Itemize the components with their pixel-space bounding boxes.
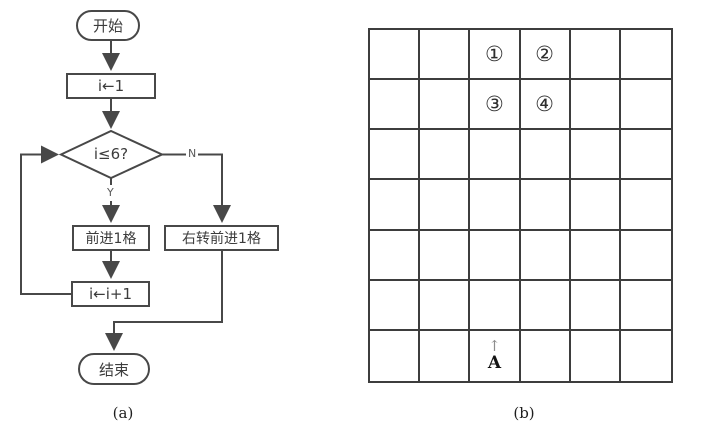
grid-cell: [420, 180, 471, 231]
grid-cell: [370, 180, 421, 231]
flowchart-turn-forward-node: 右转前进1格: [164, 225, 279, 251]
grid-cell: [370, 230, 421, 281]
caption-figure-a: (a): [112, 404, 134, 422]
edge-turn-to-end: [105, 251, 223, 351]
grid-cell-start-marker: ↑ A: [470, 330, 521, 381]
grid-cell: [620, 130, 671, 181]
grid-cell: [370, 80, 421, 131]
grid-cell: [370, 30, 421, 81]
grid-cell: [420, 30, 471, 81]
grid-cell: [520, 280, 571, 331]
grid-cell: [620, 80, 671, 131]
grid-cell: [370, 280, 421, 331]
grid-cell-number-2: ②: [520, 30, 571, 81]
circled-number-4: ④: [535, 91, 554, 116]
grid-cell: [420, 280, 471, 331]
edge-condition-no-to-turn: [162, 153, 231, 223]
start-marker-label: A: [487, 353, 502, 374]
grid-cell: [420, 330, 471, 381]
grid-cell: [570, 130, 621, 181]
grid-cell: [420, 80, 471, 131]
grid-cell-number-4: ④: [520, 80, 571, 131]
flowchart-end-node: 结束: [78, 353, 150, 385]
grid-cell: [520, 130, 571, 181]
grid-cell: [370, 330, 421, 381]
grid-cell: [470, 230, 521, 281]
circled-number-3: ③: [485, 91, 504, 116]
grid-cell: [571, 330, 621, 381]
grid-cell: [470, 130, 521, 181]
flowchart-forward-node: 前进1格: [72, 225, 150, 251]
grid-cell-number-1: ①: [470, 30, 521, 81]
caption-figure-b: (b): [513, 404, 535, 422]
grid-cell: [520, 180, 571, 231]
branch-label-no: N: [186, 147, 199, 160]
flowchart-init-node: i←1: [66, 73, 156, 99]
grid-cell: [570, 80, 621, 131]
edge-increment-loopback: [20, 145, 71, 295]
grid-cell: [470, 180, 521, 231]
grid-cell: [620, 231, 671, 281]
grid-cell: [620, 180, 671, 231]
grid-cell-number-3: ③: [470, 80, 521, 131]
branch-label-yes: Y: [105, 186, 116, 199]
grid-cell: [420, 130, 471, 181]
flowchart-start-node: 开始: [76, 10, 140, 41]
grid-cell: [621, 331, 671, 381]
grid-cell: [620, 281, 671, 331]
grid-cell: [570, 230, 621, 281]
flowchart-condition-text: i≤6?: [93, 145, 129, 163]
grid-cell: [420, 230, 471, 281]
grid-cell: [620, 30, 671, 81]
grid-cell: [570, 180, 621, 231]
grid-cell: [470, 280, 521, 331]
grid-cell: [570, 30, 621, 81]
grid-cell: [520, 230, 571, 281]
grid-figure-b: ① ② ③ ④: [368, 28, 673, 383]
condition-diamond: [58, 129, 165, 180]
grid-cell: [370, 130, 421, 181]
up-arrow-icon: ↑: [488, 337, 501, 356]
circled-number-1: ①: [485, 41, 504, 66]
flowchart-increment-node: i←i+1: [71, 281, 150, 307]
grid-cell: [570, 280, 621, 331]
circled-number-2: ②: [535, 41, 554, 66]
flowchart-connectors: [20, 41, 231, 351]
grid-cell: [521, 330, 571, 381]
